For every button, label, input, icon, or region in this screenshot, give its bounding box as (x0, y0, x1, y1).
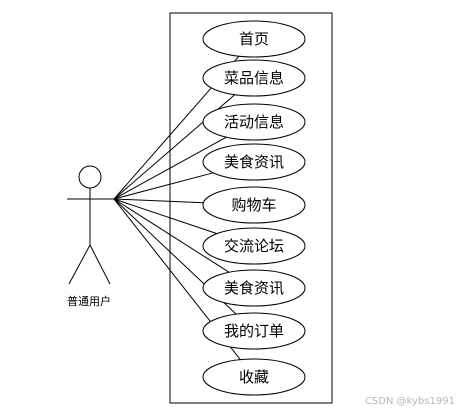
actor-left-leg (68, 244, 91, 285)
use-case-5[interactable]: 交流论坛 (202, 227, 306, 265)
association-line-6 (113, 198, 230, 273)
use-case-4[interactable]: 购物车 (202, 186, 306, 224)
association-line-2 (113, 136, 227, 200)
association-line-3 (113, 172, 214, 200)
use-case-ellipse (202, 59, 306, 97)
use-case-ellipse (202, 312, 306, 350)
actor-right-leg (89, 244, 111, 285)
use-case-1[interactable]: 菜品信息 (202, 59, 306, 97)
actor-figure[interactable] (67, 165, 114, 285)
use-case-ellipse (202, 143, 306, 181)
use-case-2[interactable]: 活动信息 (202, 103, 306, 141)
use-case-label: 购物车 (231, 196, 276, 214)
use-case-label: 收藏 (239, 368, 269, 386)
use-case-ellipse (202, 103, 306, 141)
use-case-3[interactable]: 美食资讯 (202, 143, 306, 181)
use-case-ellipse (202, 358, 306, 396)
watermark: CSDN @kybs1991 (365, 396, 455, 407)
use-case-0[interactable]: 首页 (202, 20, 306, 58)
use-case-ellipse (202, 186, 306, 224)
actor-head (78, 165, 102, 189)
use-case-6[interactable]: 美食资讯 (202, 269, 306, 307)
association-line-4 (113, 198, 204, 204)
use-case-label: 美食资讯 (224, 279, 284, 297)
actor-label: 普通用户 (67, 294, 111, 308)
association-line-5 (113, 198, 218, 235)
use-case-ellipse (202, 20, 306, 58)
use-case-ellipse (202, 227, 306, 265)
use-case-label: 交流论坛 (224, 237, 284, 255)
system-boundary (169, 12, 333, 404)
use-case-label: 活动信息 (224, 113, 284, 131)
use-case-label: 美食资讯 (224, 153, 284, 171)
use-case-label: 菜品信息 (224, 69, 284, 87)
use-case-label: 我的订单 (224, 322, 284, 340)
use-case-7[interactable]: 我的订单 (202, 312, 306, 350)
use-case-8[interactable]: 收藏 (202, 358, 306, 396)
use-case-label: 首页 (239, 30, 269, 48)
use-case-ellipse (202, 269, 306, 307)
